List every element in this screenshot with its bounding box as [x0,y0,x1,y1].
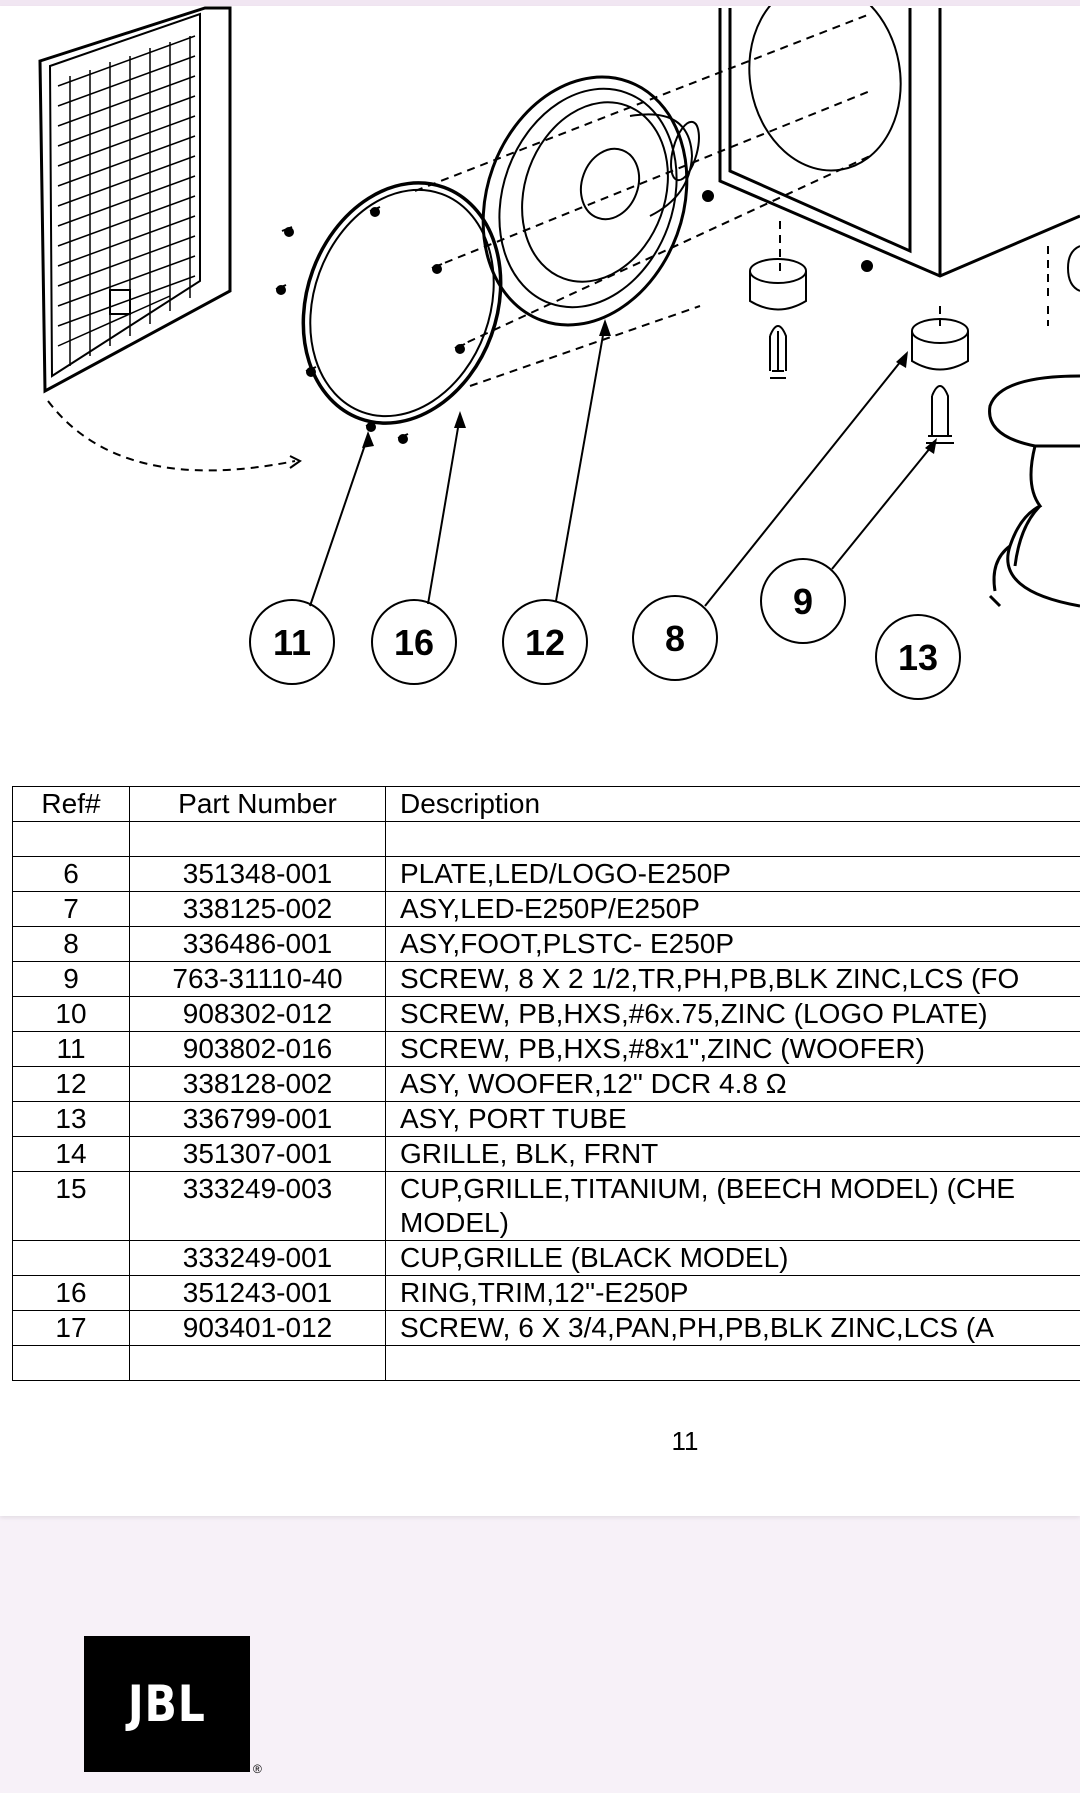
top-strip [0,0,1080,6]
cell-part-number: 333249-001 [129,1240,386,1276]
callout-label-8: 8 [665,618,685,659]
header-description: Description [385,786,1080,822]
cell-ref: 6 [12,856,130,892]
grille-panel [38,6,232,394]
cell-ref: 13 [12,1101,130,1137]
callout-label-9: 9 [793,581,813,622]
cell-ref: 10 [12,996,130,1032]
cell-description [385,821,1080,857]
table-row: 13 336799-001 ASY, PORT TUBE [12,1101,1080,1137]
cell-ref: 8 [12,926,130,962]
callout-label-16: 16 [394,622,434,663]
table-row: 11 903802-016 SCREW, PB,HXS,#8x1",ZINC (… [12,1031,1080,1067]
cell-part-number: 336486-001 [129,926,386,962]
cell-description-line2: MODEL) [400,1207,509,1238]
page-number: 11 [671,1426,699,1456]
table-row: 333249-001 CUP,GRILLE (BLACK MODEL) [12,1240,1080,1276]
cell-part-number: 338125-002 [129,891,386,927]
cell-description-line1: CUP,GRILLE,TITANIUM, (BEECH MODEL) (CHE [400,1173,1016,1204]
cell-part-number: 763-31110-40 [129,961,386,997]
cell-description: CUP,GRILLE (BLACK MODEL) [385,1240,1080,1276]
header-part-number: Part Number [129,786,386,822]
cell-description: ASY,LED-E250P/E250P [385,891,1080,927]
cell-ref: 7 [12,891,130,927]
table-header-row: Ref# Part Number Description [12,786,1080,822]
cell-part-number: 333249-003 [129,1171,386,1241]
cell-ref: 11 [12,1031,130,1067]
cell-part-number: 338128-002 [129,1066,386,1102]
table-row: 7 338125-002 ASY,LED-E250P/E250P [12,891,1080,927]
cell-part-number: 351348-001 [129,856,386,892]
cell-description: ASY, PORT TUBE [385,1101,1080,1137]
cell-part-number: 903802-016 [129,1031,386,1067]
cell-description: PLATE,LED/LOGO-E250P [385,856,1080,892]
cell-part-number [129,1345,386,1381]
table-row: 12 338128-002 ASY, WOOFER,12" DCR 4.8 Ω [12,1066,1080,1102]
cell-description: SCREW, PB,HXS,#8x1",ZINC (WOOFER) [385,1031,1080,1067]
callout-label-12: 12 [525,622,565,663]
cell-ref [12,1345,130,1381]
table-row: 17 903401-012 SCREW, 6 X 3/4,PAN,PH,PB,B… [12,1310,1080,1346]
cell-ref: 14 [12,1136,130,1172]
cell-description: SCREW, 6 X 3/4,PAN,PH,PB,BLK ZINC,LCS (A [385,1310,1080,1346]
table-row: 10 908302-012 SCREW, PB,HXS,#6x.75,ZINC … [12,996,1080,1032]
trim-ring [301,181,503,425]
table-row [12,1345,1080,1381]
feet [749,221,969,444]
callout-circle-11 [249,599,335,685]
registered-mark: ® [253,1762,262,1776]
table-row: 15 333249-003 CUP,GRILLE,TITANIUM, (BEEC… [12,1171,1080,1241]
cell-description [385,1345,1080,1381]
header-ref: Ref# [12,786,130,822]
exploded-view-diagram: 11 16 12 8 9 13 [38,6,1080,700]
logo-text: JBL [128,1675,206,1733]
cell-description-multiline: CUP,GRILLE,TITANIUM, (BEECH MODEL) (CHE … [385,1171,1080,1241]
callout-circle-16 [371,599,457,685]
table-row: 6 351348-001 PLATE,LED/LOGO-E250P [12,856,1080,892]
cell-part-number: 903401-012 [129,1310,386,1346]
cell-ref: 16 [12,1275,130,1311]
callout-label-11: 11 [273,622,311,663]
cell-description: RING,TRIM,12"-E250P [385,1275,1080,1311]
table-row: 8 336486-001 ASY,FOOT,PLSTC- E250P [12,926,1080,962]
cabinet [718,6,1080,278]
cell-ref [12,821,130,857]
callout-circle-12 [502,599,588,685]
table-row: 9 763-31110-40 SCREW, 8 X 2 1/2,TR,PH,PB… [12,961,1080,997]
callout-circle-8 [632,595,718,681]
cell-part-number: 351307-001 [129,1136,386,1172]
cell-part-number: 351243-001 [129,1275,386,1311]
table-row: 14 351307-001 GRILLE, BLK, FRNT [12,1136,1080,1172]
cell-part-number: 336799-001 [129,1101,386,1137]
table-row: 16 351243-001 RING,TRIM,12"-E250P [12,1275,1080,1311]
cell-description: SCREW, PB,HXS,#6x.75,ZINC (LOGO PLATE) [385,996,1080,1032]
cell-ref [12,1240,130,1276]
callout-label-13: 13 [898,637,938,678]
cell-description: GRILLE, BLK, FRNT [385,1136,1080,1172]
parts-table: Ref# Part Number Description 6 351348-00… [12,786,1080,1381]
table-row [12,821,1080,857]
cell-ref: 9 [12,961,130,997]
cell-ref: 15 [12,1171,130,1241]
port-tube [988,374,1080,608]
cell-description: ASY,FOOT,PLSTC- E250P [385,926,1080,962]
cell-ref: 17 [12,1310,130,1346]
callout-circle-13 [875,614,961,700]
cell-part-number: 908302-012 [129,996,386,1032]
cell-description: SCREW, 8 X 2 1/2,TR,PH,PB,BLK ZINC,LCS (… [385,961,1080,997]
cell-description: ASY, WOOFER,12" DCR 4.8 Ω [385,1066,1080,1102]
cell-ref: 12 [12,1066,130,1102]
jbl-logo: JBL [84,1636,250,1772]
cell-part-number [129,821,386,857]
callout-circle-9 [760,558,846,644]
woofer [481,75,700,327]
document-page: 11 16 12 8 9 13 Ref# Part Number Descrip… [0,6,1080,1516]
